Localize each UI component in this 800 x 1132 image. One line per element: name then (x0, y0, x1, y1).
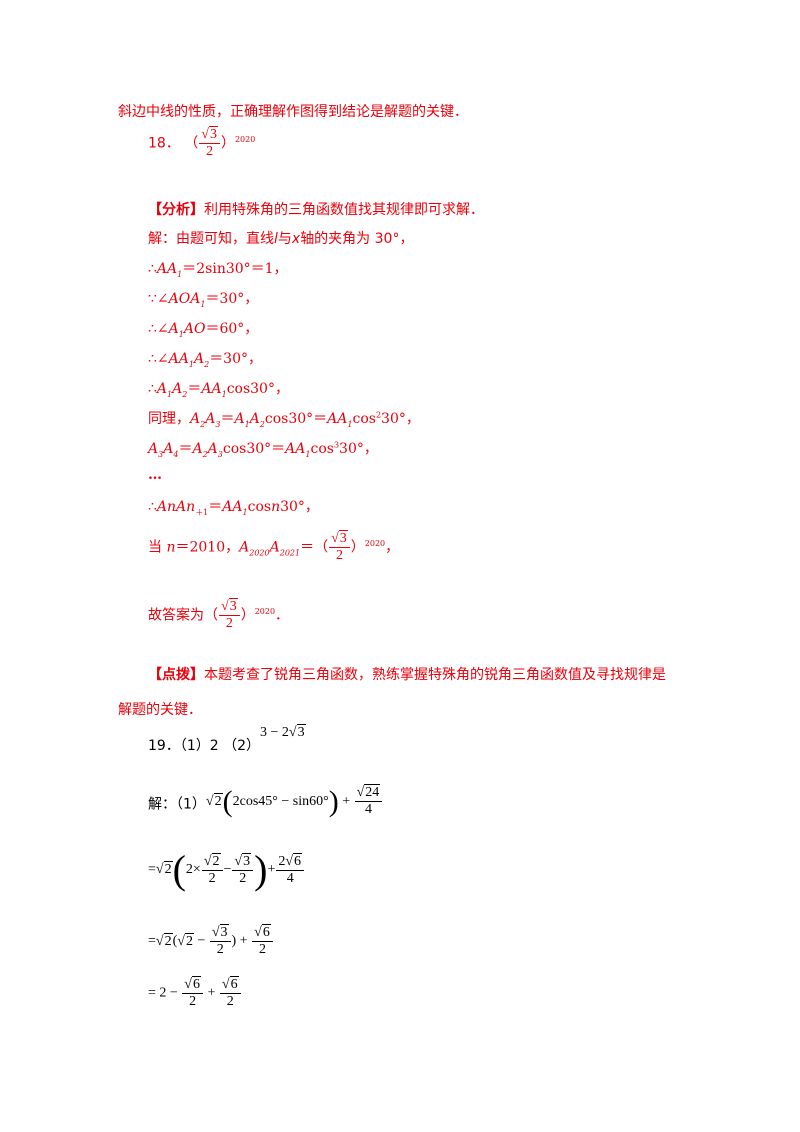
step-4: ∴∠AA1A2＝30°， (148, 351, 263, 369)
step-7: A3A4＝A2A3cos30°＝AA1cos330°， (148, 440, 378, 459)
ellipsis: … (148, 467, 162, 483)
analysis-tag: 【分析】 (148, 202, 204, 218)
text-line-conclusion: 斜边中线的性质，正确理解作图得到结论是解题的关键． (118, 104, 468, 120)
answer-19: 19．（1）2 （2）3 − 2√3 (148, 724, 306, 754)
step-9: ∴AnAn＋1＝AA1cosn30°， (148, 499, 319, 517)
tip-line-2: 解题的关键． (118, 702, 202, 718)
step-2: ∵∠AOA1＝30°， (148, 291, 259, 309)
tip-tag: 【点拨】 (148, 667, 204, 683)
analysis-line: 【分析】利用特殊角的三角函数值找其规律即可求解． (148, 202, 484, 218)
step-1: ∴AA1＝2sin30°＝1， (148, 261, 288, 279)
step-6: 同理，A2A3＝A1A2cos30°＝AA1cos230°， (148, 410, 420, 429)
solution-intro: 解：由题可知，直线l与x轴的夹角为 30°， (148, 231, 414, 247)
step-5: ∴A1A2＝AA1cos30°， (148, 381, 289, 399)
step-3: ∴∠A1AO＝60°， (148, 321, 259, 339)
tip-line-1: 【点拨】本题考查了锐角三角函数，熟练掌握特殊角的锐角三角函数值及寻找规律是 (148, 667, 666, 683)
